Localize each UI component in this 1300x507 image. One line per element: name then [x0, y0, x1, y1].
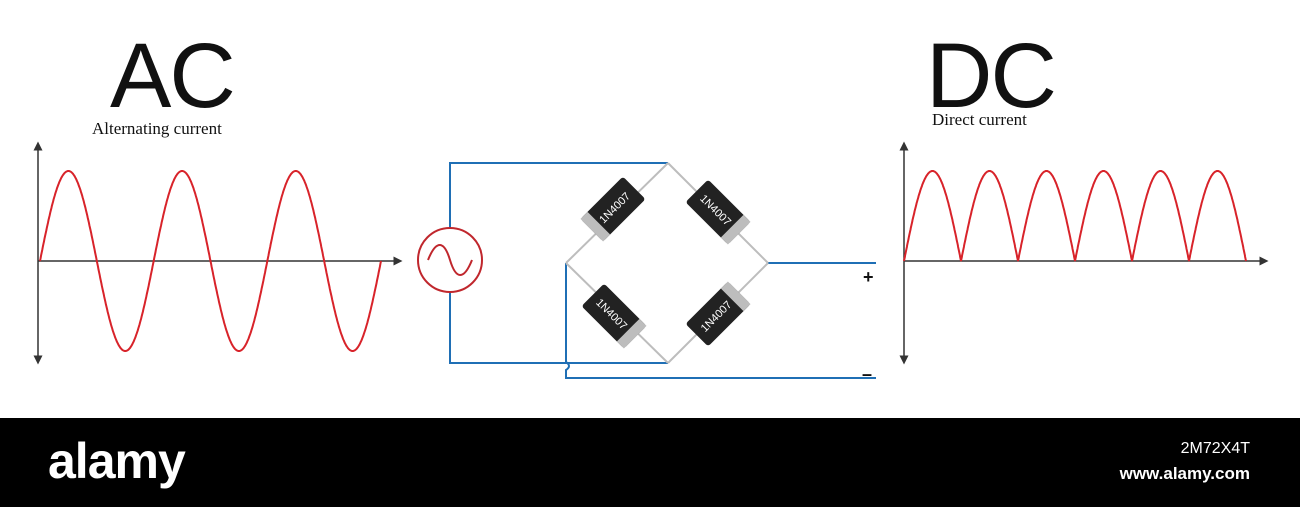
diode-top-left: 1N4007 [580, 177, 645, 242]
diagram-canvas: AC Alternating current DC Direct current [33, 25, 1269, 384]
wire-top [449, 162, 668, 232]
watermark-footer: alamy 2M72X4T www.alamy.com [0, 418, 1300, 507]
wire-bottom [449, 288, 668, 364]
ac-axes [33, 141, 403, 365]
ac-subtitle: Alternating current [92, 119, 222, 138]
dc-subtitle: Direct current [932, 110, 1027, 129]
bridge-frame [565, 162, 769, 364]
wire-negative-out [565, 263, 876, 379]
site-url: www.alamy.com [1119, 464, 1250, 483]
diode-bottom-left: 1N4007 [582, 284, 647, 349]
ac-title: AC [110, 25, 236, 127]
ac-sine-wave [39, 170, 382, 352]
positive-terminal-label: + [863, 267, 874, 287]
dc-axes [899, 141, 1269, 365]
dc-title: DC [926, 25, 1057, 127]
alamy-logo: alamy [48, 433, 186, 489]
dc-rectified-wave [903, 170, 1247, 262]
ac-source-icon [417, 227, 483, 293]
image-id: 2M72X4T [1180, 440, 1250, 457]
negative-terminal-label: – [862, 364, 872, 384]
circuit-wires [449, 162, 876, 379]
diagram-svg: 1N4007 1N4007 1N4007 1N4007 + – [33, 141, 1269, 384]
